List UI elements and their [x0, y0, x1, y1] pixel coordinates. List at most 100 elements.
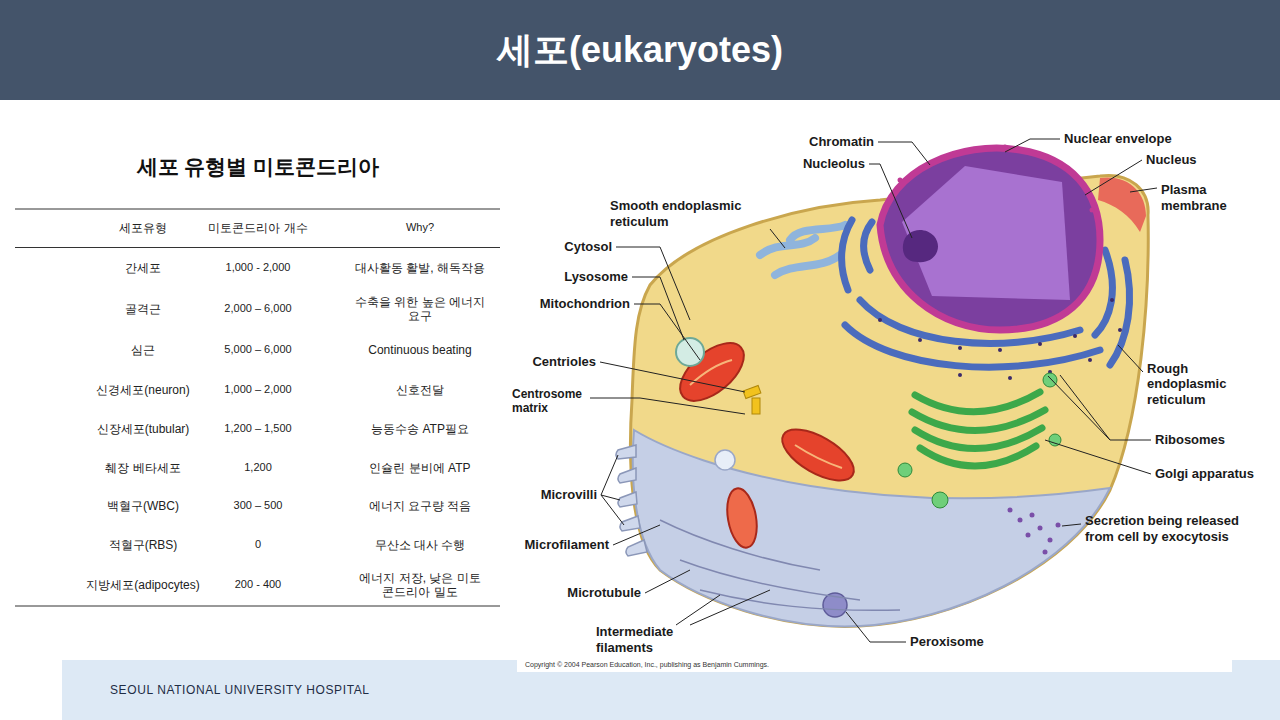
cell-illustration — [790, 225, 845, 240]
part-label: Peroxisome — [910, 634, 984, 650]
cell-illustration — [1118, 328, 1122, 332]
cell-illustration — [660, 520, 900, 610]
cell-illustration — [1058, 163, 1063, 168]
cell-illustration — [1008, 376, 1012, 380]
part-label: Nucleus — [1146, 152, 1197, 168]
cell-illustration — [1008, 508, 1061, 555]
part-label: Lysosome — [564, 269, 628, 285]
cell-illustration — [670, 332, 754, 411]
cell-illustration — [912, 392, 1045, 466]
cell-illustration — [670, 332, 862, 550]
leader-line — [645, 570, 690, 593]
table-header: Why? — [345, 221, 495, 234]
leader-line — [1048, 376, 1110, 440]
part-label: Centrosome matrix — [512, 387, 588, 416]
table-cell: 신호전달 — [355, 383, 485, 397]
table-cell: 백혈구(WBC) — [43, 499, 243, 513]
cell-illustration — [932, 492, 948, 508]
table-cell: 300 – 500 — [193, 499, 323, 512]
table-rule — [15, 247, 500, 248]
cell-illustration — [1026, 533, 1031, 538]
table-header: 미토콘드리아 개수 — [193, 221, 323, 235]
cell-illustration — [680, 560, 860, 600]
cell-illustration — [912, 410, 1045, 431]
leader-line — [869, 164, 912, 238]
table-cell: 심근 — [43, 343, 243, 357]
part-label: Smooth endoplasmic reticulum — [610, 198, 752, 229]
part-label: Rough endoplasmic reticulum — [1147, 361, 1243, 408]
cell-illustration — [898, 145, 1095, 213]
cell-illustration — [915, 392, 1040, 412]
part-label: Nucleolus — [803, 156, 865, 172]
table-cell: 신장세포(tubular) — [43, 422, 243, 436]
cell-illustration — [898, 463, 912, 477]
leader-line — [690, 590, 770, 625]
cell-illustration — [1073, 334, 1077, 338]
part-label: Golgi apparatus — [1155, 466, 1254, 482]
cell-illustration — [616, 445, 647, 556]
header-bar — [0, 0, 1280, 100]
table-cell: 1,000 – 2,000 — [193, 383, 323, 396]
part-label: Secretion being released from cell by ex… — [1085, 513, 1257, 544]
cell-illustration — [743, 386, 761, 414]
cell-illustration — [898, 373, 1061, 508]
cell-illustration — [1056, 523, 1061, 528]
leader-line — [1130, 188, 1157, 192]
table-cell: 수축을 위한 높은 에너지 요구 — [355, 295, 485, 324]
leader-line — [770, 229, 785, 248]
leader-line — [1062, 524, 1081, 526]
table-cell: 능동수송 ATP필요 — [355, 422, 485, 436]
leader-line — [1118, 345, 1143, 372]
table-cell: Continuous beating — [355, 343, 485, 357]
leader-line — [846, 612, 906, 642]
cell-illustration — [915, 428, 1042, 449]
part-label: Ribosomes — [1155, 432, 1225, 448]
cell-illustration — [618, 468, 636, 483]
leader-line — [634, 304, 700, 360]
cell-illustration — [842, 220, 852, 290]
table-cell: 대사활동 활발, 해독작용 — [355, 261, 485, 275]
leader-line — [1060, 375, 1151, 440]
cell-illustration — [998, 348, 1002, 352]
part-label: Chromatin — [809, 134, 874, 150]
table-cell: 0 — [193, 538, 323, 551]
cell-illustration — [1043, 550, 1048, 555]
cell-illustration — [618, 492, 637, 507]
table-cell: 5,000 – 6,000 — [193, 343, 323, 356]
cell-illustration — [1098, 177, 1146, 232]
cell-illustration — [1038, 526, 1043, 531]
table-cell: 골격근 — [43, 302, 243, 316]
leader-line — [1005, 139, 1060, 152]
leader-line — [600, 362, 745, 392]
leader-line — [590, 139, 1157, 642]
cell-illustration — [1008, 508, 1013, 513]
part-label: Intermediate filaments — [596, 624, 688, 655]
cell-illustration — [880, 148, 1100, 330]
part-label: Centrioles — [532, 354, 596, 370]
cell-illustration — [760, 225, 845, 275]
table-cell: 신경세포(neuron) — [43, 383, 243, 397]
leader-line — [601, 495, 624, 525]
cell-illustration — [752, 398, 760, 414]
table-title: 세포 유형별 미토콘드리아 — [137, 154, 380, 179]
table-cell: 2,000 – 6,000 — [193, 302, 323, 315]
table-cell: 200 - 400 — [193, 578, 323, 591]
leader-line — [878, 142, 930, 165]
cell-illustration — [1110, 298, 1114, 302]
table-cell: 지방세포(adipocytes) — [43, 578, 243, 592]
cell-illustration — [795, 445, 842, 468]
part-label: Microtubule — [567, 585, 641, 601]
cell-illustration — [715, 450, 735, 470]
cell-illustration — [1018, 518, 1023, 523]
cell-illustration — [898, 178, 903, 183]
part-label: Mitochondrion — [540, 296, 630, 312]
cell-illustration — [1110, 260, 1130, 365]
leader-line — [590, 398, 745, 414]
table-cell: 췌장 베타세포 — [43, 461, 243, 475]
cell-illustration — [690, 360, 842, 468]
cell-illustration — [743, 386, 761, 399]
cell-illustration — [863, 222, 872, 270]
cell-illustration — [775, 255, 840, 275]
cell-illustration — [902, 166, 1070, 300]
leader-line — [1045, 440, 1151, 474]
